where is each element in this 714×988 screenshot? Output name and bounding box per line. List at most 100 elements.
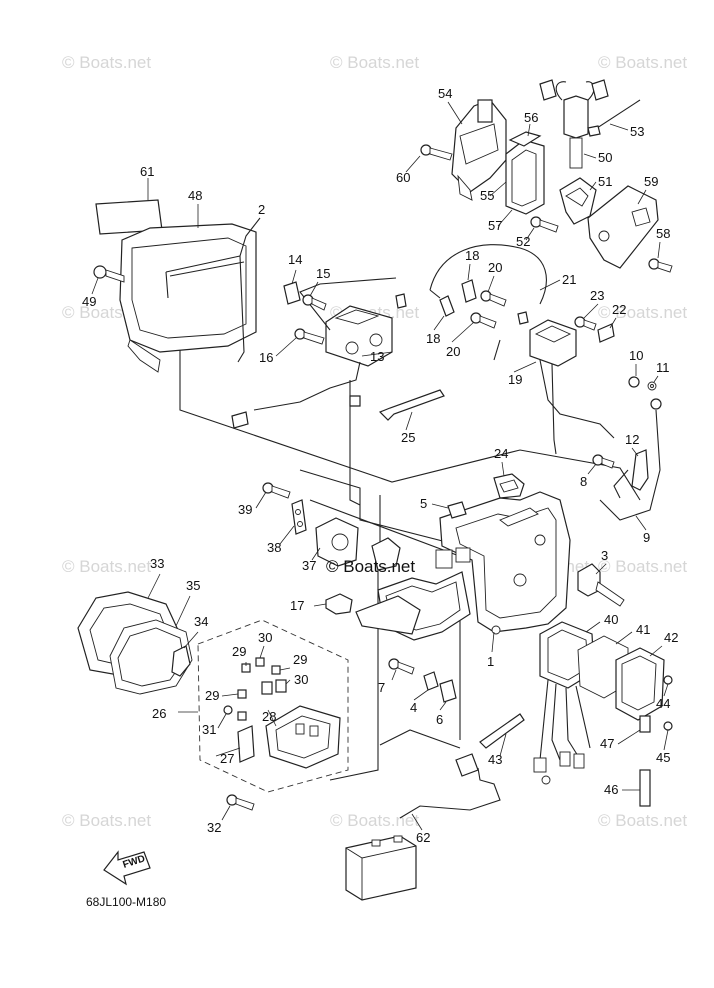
caps-18-20 — [439, 279, 529, 329]
callout-8: 8 — [580, 474, 587, 489]
callout-labels: 1 2 3 4 5 6 7 8 9 10 11 12 13 14 15 16 1… — [82, 86, 678, 845]
callout-57: 57 — [488, 218, 502, 233]
watermark: © Boats.net — [598, 53, 687, 72]
part-32-screw — [226, 794, 255, 811]
part-14-cap — [283, 281, 301, 305]
callout-59: 59 — [644, 174, 658, 189]
callout-16: 16 — [259, 350, 273, 365]
callout-43: 43 — [488, 752, 502, 767]
callout-42: 42 — [664, 630, 678, 645]
fwd-arrow-icon: FWD — [103, 850, 151, 886]
part-48-cover — [119, 204, 257, 373]
watermark: © Boats.net — [598, 811, 687, 830]
callout-52: 52 — [516, 234, 530, 249]
part-21-lead — [429, 244, 547, 305]
center-watermark: © Boats.net — [326, 557, 415, 576]
connector-mid — [371, 537, 401, 571]
callout-3: 3 — [601, 548, 608, 563]
watermark: © Boats.net — [330, 53, 419, 72]
callout-44: 44 — [656, 696, 670, 711]
callout-20: 20 — [488, 260, 502, 275]
callout-20b: 20 — [446, 344, 460, 359]
part-53-lead — [587, 99, 641, 137]
part-19-relay — [493, 319, 615, 455]
callout-13: 13 — [370, 349, 384, 364]
callout-leaders — [91, 101, 669, 831]
callout-41: 41 — [636, 622, 650, 637]
callout-46: 46 — [604, 782, 618, 797]
callout-10: 10 — [629, 348, 643, 363]
callout-33: 33 — [150, 556, 164, 571]
parts-4-6-7 — [388, 658, 457, 703]
callout-48: 48 — [188, 188, 202, 203]
callout-34: 34 — [194, 614, 208, 629]
parts-10-11 — [599, 376, 662, 521]
part-62-lead — [399, 753, 501, 819]
callout-53: 53 — [630, 124, 644, 139]
callout-6: 6 — [436, 712, 443, 727]
callout-35: 35 — [186, 578, 200, 593]
callout-17: 17 — [290, 598, 304, 613]
callout-18b: 18 — [426, 331, 440, 346]
callout-15: 15 — [316, 266, 330, 281]
part-35-gasket — [109, 619, 193, 695]
callout-30: 30 — [258, 630, 272, 645]
part-37-boot — [315, 517, 359, 567]
callout-55: 55 — [480, 188, 494, 203]
callout-23: 23 — [590, 288, 604, 303]
watermark: © Boats.net — [330, 811, 419, 830]
battery — [345, 835, 417, 901]
callout-12: 12 — [625, 432, 639, 447]
part-17-clamp — [325, 593, 421, 635]
part-42-cover — [615, 647, 665, 721]
parts-43-47 — [479, 675, 673, 807]
callout-58: 58 — [656, 226, 670, 241]
callout-45: 45 — [656, 750, 670, 765]
callout-30b: 30 — [294, 672, 308, 687]
callout-14: 14 — [288, 252, 302, 267]
callout-51: 51 — [598, 174, 612, 189]
part-2-grommet — [165, 217, 261, 363]
part-26-group-outline — [178, 619, 349, 793]
part-34-clip — [171, 645, 191, 677]
part-38-plate — [291, 499, 307, 535]
part-54-ignition-coil — [451, 99, 507, 201]
callout-4: 4 — [410, 700, 417, 715]
callout-56: 56 — [524, 110, 538, 125]
part-50-spark-plug — [539, 79, 609, 169]
part-13-rectifier — [231, 277, 407, 429]
callout-18: 18 — [465, 248, 479, 263]
small-fasteners-left — [283, 281, 327, 345]
callout-19: 19 — [508, 372, 522, 387]
part-39-screw — [262, 482, 291, 499]
part-49-screw — [93, 265, 125, 283]
callout-26: 26 — [152, 706, 166, 721]
watermark: © Boats.net — [62, 557, 151, 576]
part-60-bolt — [420, 144, 453, 161]
callout-2: 2 — [258, 202, 265, 217]
callout-5: 5 — [420, 496, 427, 511]
callout-11: 11 — [656, 360, 670, 375]
watermark: © Boats.net — [598, 557, 687, 576]
watermark: © Boats.net — [598, 303, 687, 322]
callout-38: 38 — [267, 540, 281, 555]
callout-31: 31 — [202, 722, 216, 737]
part-43-tie — [479, 713, 525, 749]
callout-54: 54 — [438, 86, 452, 101]
callout-62: 62 — [416, 830, 430, 845]
callout-29c: 29 — [205, 688, 219, 703]
callout-21: 21 — [562, 272, 576, 287]
callout-1: 1 — [487, 654, 494, 669]
parts-22-23 — [574, 316, 615, 343]
part-25-cable-tie — [378, 389, 445, 421]
callout-50: 50 — [598, 150, 612, 165]
part-3-switch — [577, 563, 625, 607]
callout-7: 7 — [378, 680, 385, 695]
part-5-collar — [447, 501, 467, 519]
parts-29-30-small — [237, 657, 287, 721]
callout-25: 25 — [401, 430, 415, 445]
callout-29: 29 — [232, 644, 246, 659]
part-28-cdi-unit — [265, 705, 341, 769]
callout-49: 49 — [82, 294, 96, 309]
